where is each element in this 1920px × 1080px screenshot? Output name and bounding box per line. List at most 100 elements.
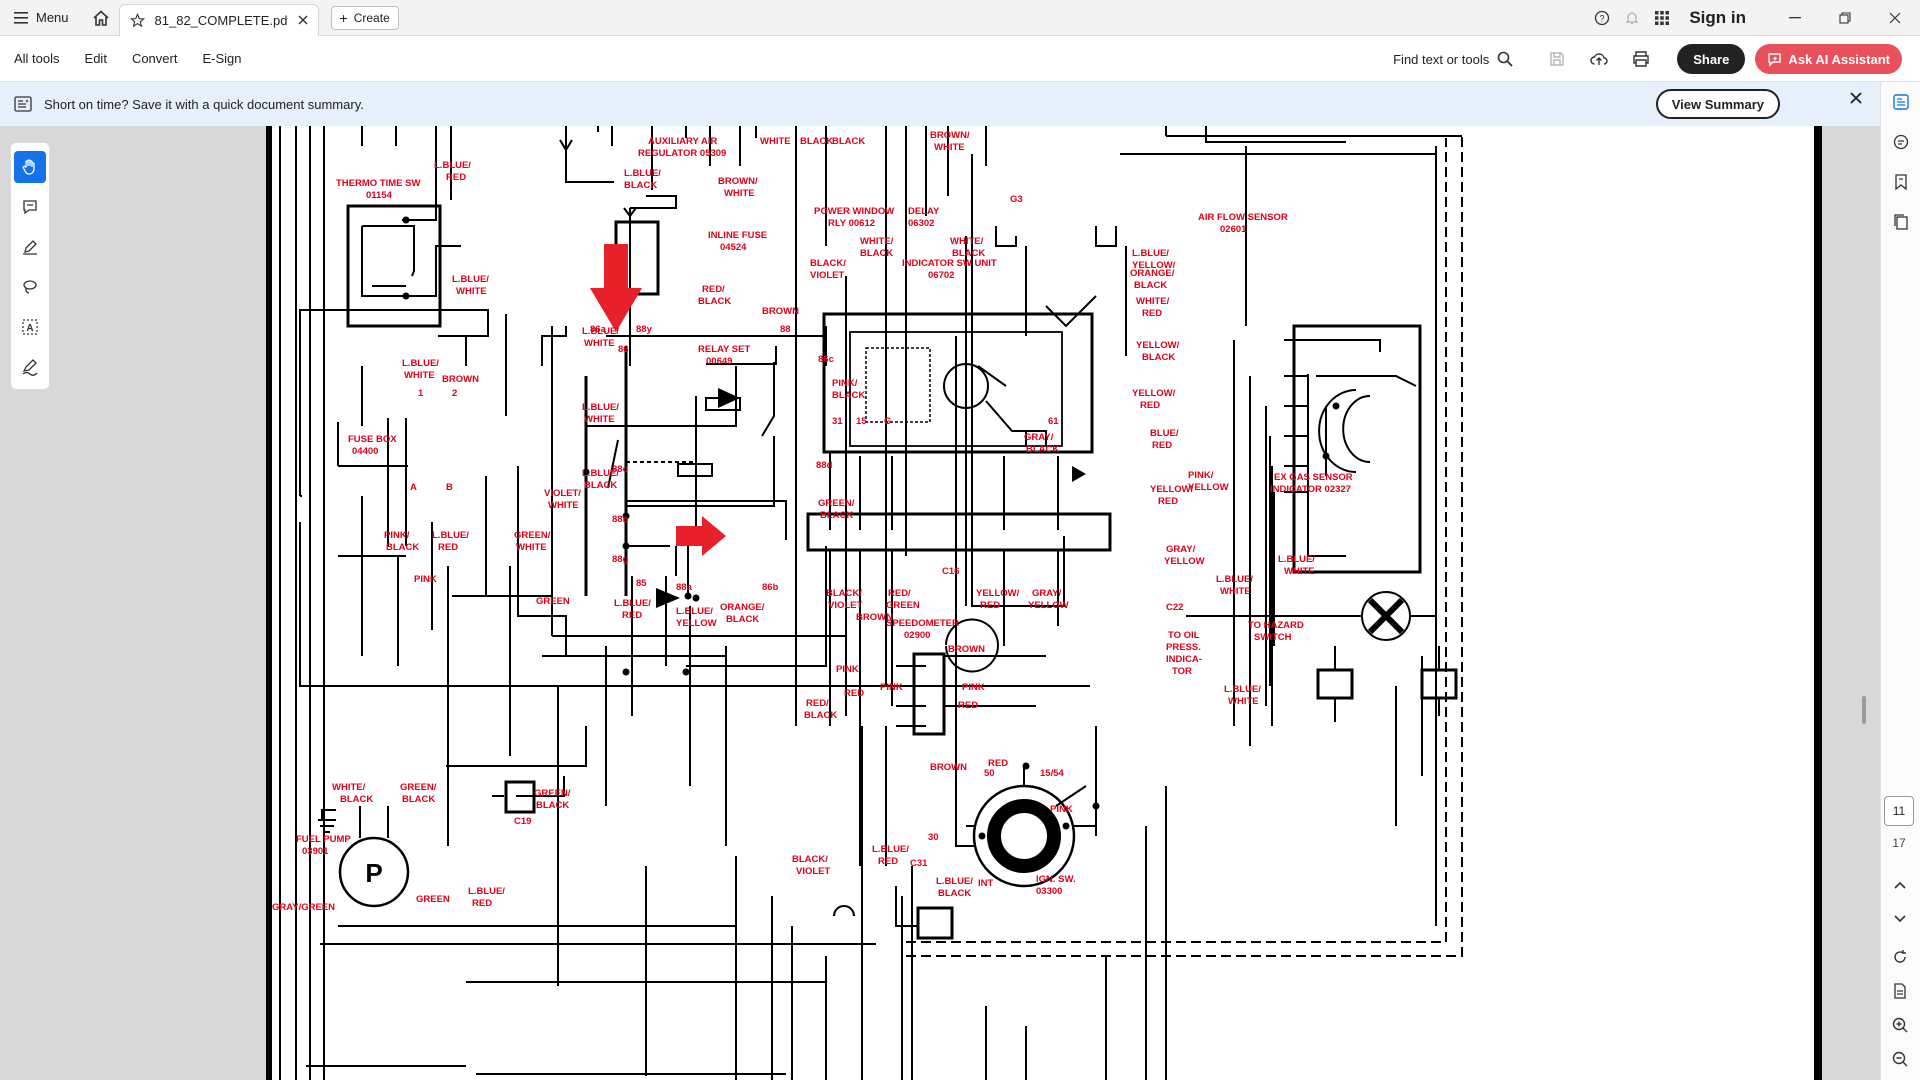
label-ign-sw: IGN. SW.	[1036, 874, 1076, 885]
comments-panel-button[interactable]	[1881, 122, 1920, 162]
find-tools-button[interactable]: Find text or tools	[1393, 51, 1513, 67]
term-86c: 86c	[818, 354, 834, 365]
comment-tool[interactable]	[14, 191, 46, 223]
ai-assistant-label: Ask AI Assistant	[1788, 51, 1890, 67]
print-button[interactable]	[1625, 43, 1657, 75]
term-86b: 86b	[762, 582, 779, 593]
vertical-scrollbar-thumb[interactable]	[1862, 696, 1866, 724]
wire-yellow-slash-5: YELLOW/	[1150, 484, 1194, 495]
save-button[interactable]	[1541, 43, 1573, 75]
wire-yellow-slash-2: YELLOW/	[1132, 260, 1176, 271]
pages-panel-button[interactable]	[1881, 202, 1920, 242]
lasso-icon	[23, 280, 37, 294]
wire-black-16: BLACK	[1134, 280, 1167, 291]
minimize-button[interactable]	[1770, 0, 1820, 36]
wire-black-5: BLACK	[820, 510, 853, 521]
wire-lblue-2: L.BLUE/	[452, 274, 489, 285]
wire-black-4: BLACK	[584, 480, 617, 491]
create-button[interactable]: + Create	[330, 5, 399, 30]
wire-red-2: RED	[622, 610, 642, 621]
text-select-tool[interactable]: A	[14, 311, 46, 343]
draw-tool[interactable]	[14, 231, 46, 263]
label-thermo: THERMO TIME SW	[336, 178, 420, 189]
restore-icon	[1839, 12, 1851, 24]
wire-black-6: BLACK	[726, 614, 759, 625]
menu-e-sign[interactable]: E-Sign	[202, 51, 242, 66]
wire-lblue-4: L.BLUE/	[582, 326, 619, 337]
wire-black-17: BLACK	[1142, 352, 1175, 363]
hand-icon	[22, 159, 35, 175]
page-navigation-controls	[1880, 868, 1920, 1076]
apps-button[interactable]	[1647, 0, 1677, 36]
next-page-button[interactable]	[1880, 902, 1920, 936]
wire-black-slash-3: BLACK/	[792, 854, 828, 865]
term-88a: 88a	[676, 582, 693, 593]
upload-button[interactable]	[1583, 43, 1615, 75]
wire-red-11: RED	[1152, 440, 1172, 451]
view-summary-button[interactable]: View Summary	[1655, 89, 1780, 119]
previous-page-button[interactable]	[1880, 868, 1920, 902]
document-tab[interactable]: 81_82_COMPLETE.pdf	[118, 3, 319, 36]
summary-banner: Short on time? Save it with a quick docu…	[0, 82, 1880, 126]
notifications-button[interactable]	[1617, 0, 1647, 36]
close-icon	[1889, 12, 1901, 24]
home-button[interactable]	[83, 0, 119, 36]
menu-button[interactable]: Menu	[0, 0, 83, 36]
tab-title: 81_82_COMPLETE.pdf	[154, 12, 288, 28]
summary-panel-button[interactable]	[1881, 82, 1920, 122]
label-fuse-box: FUSE BOX	[348, 434, 397, 445]
wire-lblue-11: L.BLUE/	[872, 844, 909, 855]
save-icon	[1550, 52, 1564, 66]
wire-yellow-slash-1: YELLOW/	[976, 588, 1020, 599]
wiring-schematic: THERMO TIME SW 01154 L.BLUE/ RED L.BLUE/…	[263, 126, 1822, 1080]
share-button[interactable]: Share	[1677, 44, 1746, 74]
sign-in-link[interactable]: Sign in	[1689, 8, 1746, 27]
zoom-in-button[interactable]	[1880, 1008, 1920, 1042]
page-fit-button[interactable]	[1880, 974, 1920, 1008]
menu-edit[interactable]: Edit	[84, 51, 107, 66]
wire-yellow-slash-3: YELLOW/	[1136, 340, 1180, 351]
wire-lblue-10: L.BLUE/	[432, 530, 469, 541]
hand-tool[interactable]	[14, 151, 46, 183]
wire-lblue-17: L.BLUE/	[468, 886, 505, 897]
wire-lblue-13: L.BLUE/	[1132, 248, 1169, 259]
bookmarks-panel-button[interactable]	[1881, 162, 1920, 202]
lasso-tool[interactable]	[14, 271, 46, 303]
restore-button[interactable]	[1820, 0, 1870, 36]
menu-convert[interactable]: Convert	[131, 51, 178, 66]
pin-31: 31	[832, 416, 843, 427]
label-c22: C22	[1166, 602, 1183, 613]
sign-tool[interactable]	[14, 351, 46, 383]
wire-brown-4: BROWN	[948, 644, 985, 655]
ign-1554: 15/54	[1040, 768, 1064, 779]
banner-close-icon[interactable]	[1850, 92, 1862, 104]
ai-assistant-button[interactable]: Ask AI Assistant	[1755, 44, 1902, 74]
apps-grid-icon	[1655, 11, 1670, 25]
rotate-button[interactable]	[1880, 940, 1920, 974]
menu-all-tools[interactable]: All tools	[14, 51, 60, 66]
close-tab-icon[interactable]	[298, 15, 308, 25]
label-to-hazard-2: SWITCH	[1254, 632, 1292, 643]
fuse-b: B	[446, 482, 453, 493]
wire-pink-slash-3: PINK/	[1188, 470, 1214, 481]
star-icon[interactable]	[129, 12, 145, 28]
wire-red-8: RED	[878, 856, 898, 867]
plus-icon: +	[339, 9, 348, 26]
label-speedometer-no: 02900	[904, 630, 930, 641]
document-viewport[interactable]: THERMO TIME SW 01154 L.BLUE/ RED L.BLUE/…	[0, 126, 1880, 1080]
help-button[interactable]: ?	[1587, 0, 1617, 36]
term-88: 88	[780, 324, 791, 335]
zoom-out-button[interactable]	[1880, 1042, 1920, 1076]
wire-violet-slash-1: VIOLET/	[544, 488, 581, 499]
document-fit-icon	[1894, 983, 1906, 999]
wire-lblue-8: L.BLUE/	[676, 606, 713, 617]
wire-black-9: BLACK	[402, 794, 435, 805]
current-page-input[interactable]: 11	[1884, 796, 1914, 826]
svg-text:A: A	[26, 323, 33, 334]
close-window-button[interactable]	[1870, 0, 1920, 36]
comment-icon	[23, 200, 37, 215]
create-label: Create	[353, 10, 390, 25]
label-ign-sw-no: 03300	[1036, 886, 1062, 897]
label-ex-gas-no: INDICATOR 02327	[1270, 484, 1351, 495]
menu-label: Menu	[36, 10, 69, 25]
